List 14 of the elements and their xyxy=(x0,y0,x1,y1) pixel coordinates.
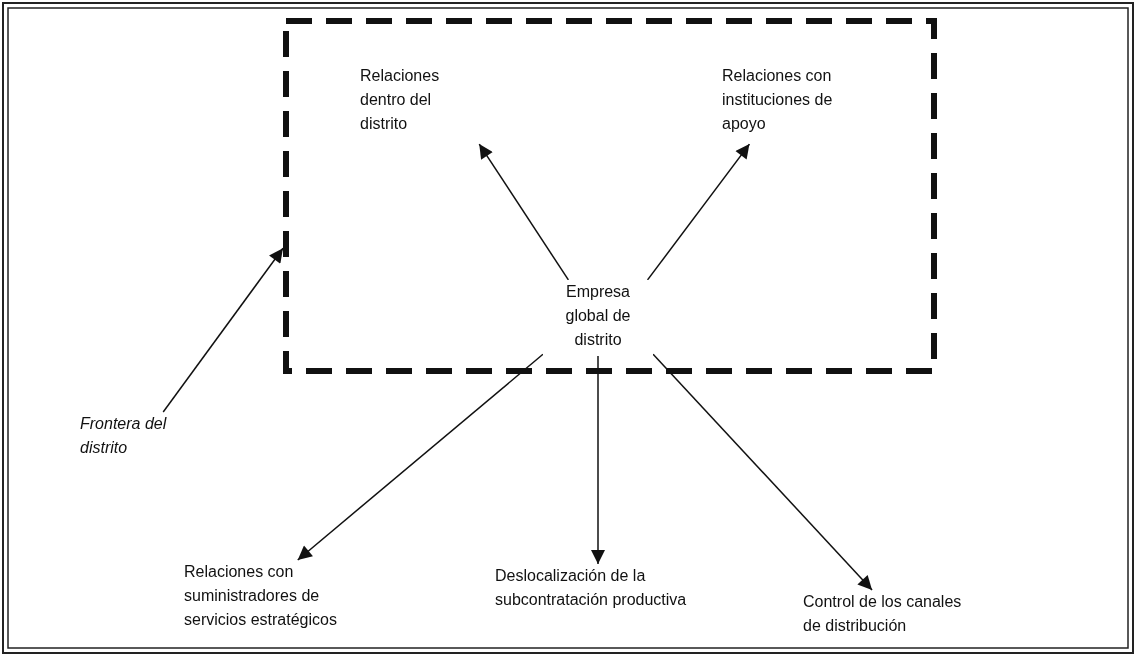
node-label: Relaciones con suministradores de servicios estratégicos xyxy=(184,562,338,630)
node-label: Relaciones dentro del distrito xyxy=(360,66,441,134)
arrow xyxy=(162,247,284,413)
node-label: Control de los canales de distribución xyxy=(803,592,963,636)
arrow xyxy=(591,355,605,565)
district-boundary xyxy=(283,18,937,374)
arrow xyxy=(297,353,544,561)
node-label: Deslocalización de la subcontratación productiva xyxy=(495,566,688,610)
node-label: Frontera del distrito xyxy=(80,414,168,458)
arrow xyxy=(478,143,570,281)
arrow xyxy=(646,143,751,281)
node-label: Relaciones con instituciones de apoyo xyxy=(722,66,834,134)
arrow xyxy=(652,353,873,591)
node-label: Empresa global de distrito xyxy=(564,282,632,350)
